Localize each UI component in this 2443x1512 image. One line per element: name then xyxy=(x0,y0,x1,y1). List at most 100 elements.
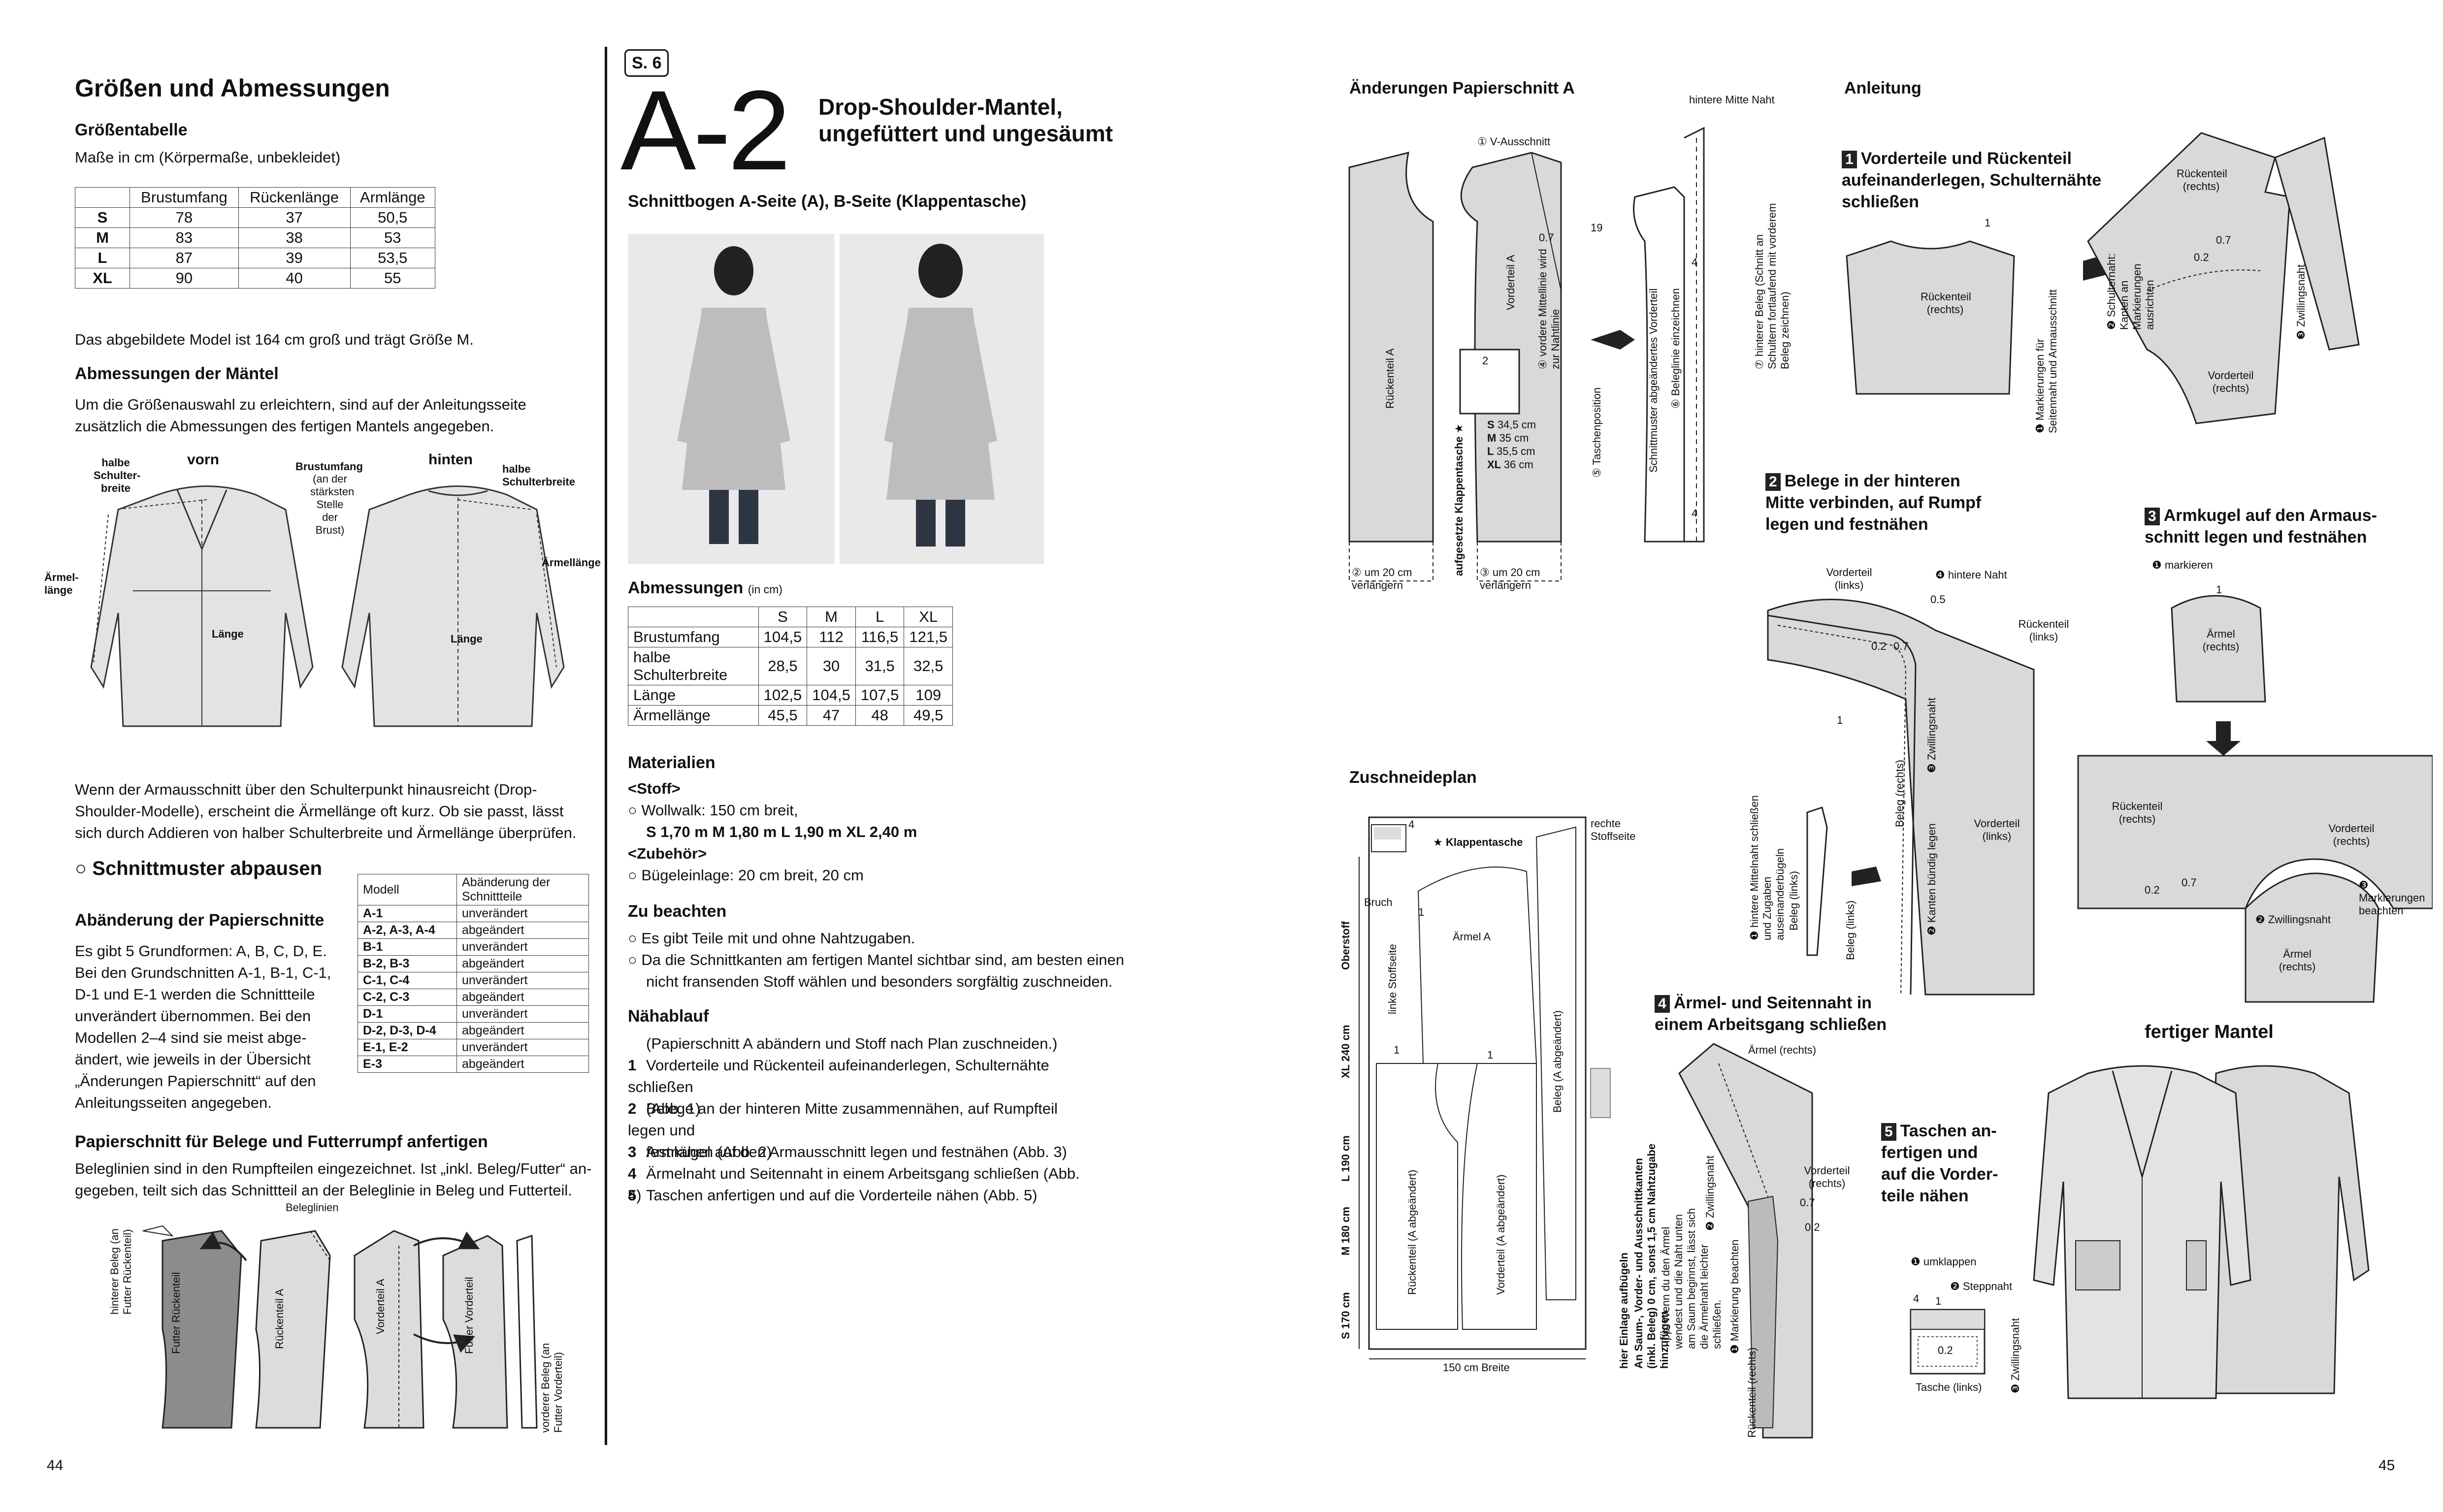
fabric-heading: <Stoff> xyxy=(628,780,681,797)
umklappen-label: ❶ umklappen xyxy=(1911,1255,1977,1268)
aermel-label: Ärmel (rechts) xyxy=(2202,628,2240,653)
page-number-right: 45 xyxy=(2378,1457,2395,1474)
markierung-label: ❶ Markierungen für Seitennaht und Armaus… xyxy=(2034,289,2059,433)
table-cell: abgeändert xyxy=(456,989,589,1006)
table-cell: 30 xyxy=(807,647,856,685)
facing-text: gegeben, teilt sich das Schnittteil an d… xyxy=(75,1182,572,1199)
value-label: 1 xyxy=(1394,1044,1400,1056)
table-cell: 50,5 xyxy=(350,207,435,228)
size-value: 34,5 cm xyxy=(1497,418,1536,431)
table-cell: unverändert xyxy=(456,972,589,989)
trace-heading: ○ Schnittmuster abpausen xyxy=(75,858,323,879)
half-shoulder-back-label: halbe Schulterbreite xyxy=(502,463,575,488)
um20-label: ③ um 20 cm verlängern xyxy=(1480,566,1540,591)
abm-unit: (in cm) xyxy=(748,583,782,596)
step-text: Taschen anfertigen und auf die Vordertei… xyxy=(646,1187,1038,1204)
change-text: Modellen 2–4 sind sie meist abge- xyxy=(75,1029,307,1046)
table-cell: 45,5 xyxy=(758,705,808,726)
tasche-label: Tasche (links) xyxy=(1916,1381,1982,1393)
beleg-label: Beleg (links) xyxy=(1844,900,1857,960)
step3-number: 3 xyxy=(2145,508,2160,525)
table-cell: 104,5 xyxy=(758,627,808,647)
front-facing-label: vorderer Beleg (an Futter Vorderteil) xyxy=(539,1343,564,1433)
markieren-label: ❶ markieren xyxy=(2152,559,2213,571)
change-text: Bei den Grundschnitten A-1, B-1, C-1, xyxy=(75,964,331,981)
table-cell: 53 xyxy=(350,227,435,248)
table-cell: Ärmellänge xyxy=(628,705,759,726)
size-value: 35 cm xyxy=(1499,432,1529,444)
tipp-label: Tipp: Wenn du den Ärmel wendest und die … xyxy=(1660,1208,1723,1349)
back-label: hinten xyxy=(428,451,473,468)
step-text: Belege an der hinteren Mitte zusammennäh… xyxy=(628,1100,1058,1139)
half-shoulder-label: halbe Schulter-breite xyxy=(94,456,141,494)
size-m-label: M 35 cm xyxy=(1487,432,1529,445)
table-row: XL 90 40 55 xyxy=(75,268,435,289)
facing-heading: Papierschnitt für Belege und Futterrumpf… xyxy=(75,1132,488,1151)
size-table-header xyxy=(75,187,130,208)
accessories-line: ○ Bügeleinlage: 20 cm breit, 20 cm xyxy=(628,867,864,884)
value-label: 0.2 xyxy=(1871,640,1887,652)
change-text: ändert, wie jeweils in der Übersicht xyxy=(75,1051,311,1068)
rueckenteil-label: Rückenteil A xyxy=(1384,348,1396,409)
change-text: D-1 und E-1 werden die Schnittteile xyxy=(75,986,315,1003)
beleg-label: Beleg (A abgeändert) xyxy=(1551,1010,1564,1113)
table-cell: abgeändert xyxy=(456,1056,589,1073)
table-cell: unverändert xyxy=(456,938,589,956)
value-label: 0.7 xyxy=(1800,1196,1815,1209)
beleg-label: Beleg (links) xyxy=(1788,870,1800,931)
step-number: 3 xyxy=(628,1143,637,1160)
step4-title-line: Ärmel- und Seitennaht in xyxy=(1673,994,1872,1012)
vorderteil-label: Vorderteil (rechts) xyxy=(2208,369,2254,394)
size-table-header: Brustumfang xyxy=(130,187,239,208)
step-text: Ärmelnaht und Seitennaht in einem Arbeit… xyxy=(628,1165,1080,1204)
table-cell: 28,5 xyxy=(758,647,808,685)
beleg-rechts-label: Beleg (rechts) xyxy=(1893,760,1906,827)
table-header: XL xyxy=(904,607,953,627)
size-table-note: Maße in cm (Körpermaße, unbekleidet) xyxy=(75,149,341,166)
table-cell: S xyxy=(75,207,130,228)
armhole-text: Wenn der Armausschnitt über den Schulter… xyxy=(75,781,537,798)
vorderteil-label: Vorderteil (rechts) xyxy=(2328,822,2375,847)
sleeve-length-label-right: Ärmellänge xyxy=(542,556,601,569)
value-label: 1 xyxy=(1935,1295,1942,1307)
value-label: 0.2 xyxy=(1805,1221,1820,1233)
schulternaht-label: ❷ Schulternaht: Kanten an Markierungen a… xyxy=(2105,253,2156,330)
back-facing-label: hinterer Beleg (an Futter Rückenteil) xyxy=(108,1228,133,1315)
table-cell: 109 xyxy=(904,685,953,706)
table-cell: 107,5 xyxy=(855,685,905,706)
sewing-intro: (Papierschnitt A abändern und Stoff nach… xyxy=(646,1035,1058,1052)
size-code: L xyxy=(1487,445,1494,457)
armhole-text: Shoulder-Modelle), erscheint die Ärmellä… xyxy=(75,803,564,820)
table-cell: 112 xyxy=(807,627,856,647)
step4-number: 4 xyxy=(1655,995,1670,1013)
step1-title-line: Vorderteile und Rückenteil xyxy=(1860,149,2072,168)
value-label: 0.7 xyxy=(1893,640,1909,652)
step2-title-line: Mitte verbinden, auf Rumpf xyxy=(1765,493,1982,512)
table-cell: 90 xyxy=(130,268,239,289)
rueckenteil-label: Rückenteil (rechts) xyxy=(1746,1347,1758,1438)
table-cell: 87 xyxy=(130,248,239,268)
change-text: „Änderungen Papierschnitt“ auf den xyxy=(75,1072,316,1090)
size-table: Brustumfang Rückenlänge Armlänge S 78 37… xyxy=(75,187,435,289)
facing-text: Beleglinien sind in den Rumpfteilen eing… xyxy=(75,1160,592,1177)
step5-title-line: fertigen und xyxy=(1881,1143,1978,1162)
table-cell: E-3 xyxy=(358,1056,457,1073)
size-table-header: Rückenlänge xyxy=(238,187,351,208)
finished-coat-figure xyxy=(2029,1054,2374,1418)
hintere-naht-label: ❹ hintere Naht xyxy=(1935,569,2007,581)
table-cell: 83 xyxy=(130,227,239,248)
step2-title-line: legen und festnähen xyxy=(1765,515,1928,534)
table-header: S xyxy=(758,607,808,627)
rueckenteil-label: Rückenteil (links) xyxy=(2018,618,2069,643)
futter-ruecken-label: Futter Rückenteil xyxy=(170,1272,182,1354)
pattern-changes-figure: ① V-Ausschnitt hintere Mitte Naht 0.7 19… xyxy=(1330,94,1797,615)
table-cell: unverändert xyxy=(456,1039,589,1056)
